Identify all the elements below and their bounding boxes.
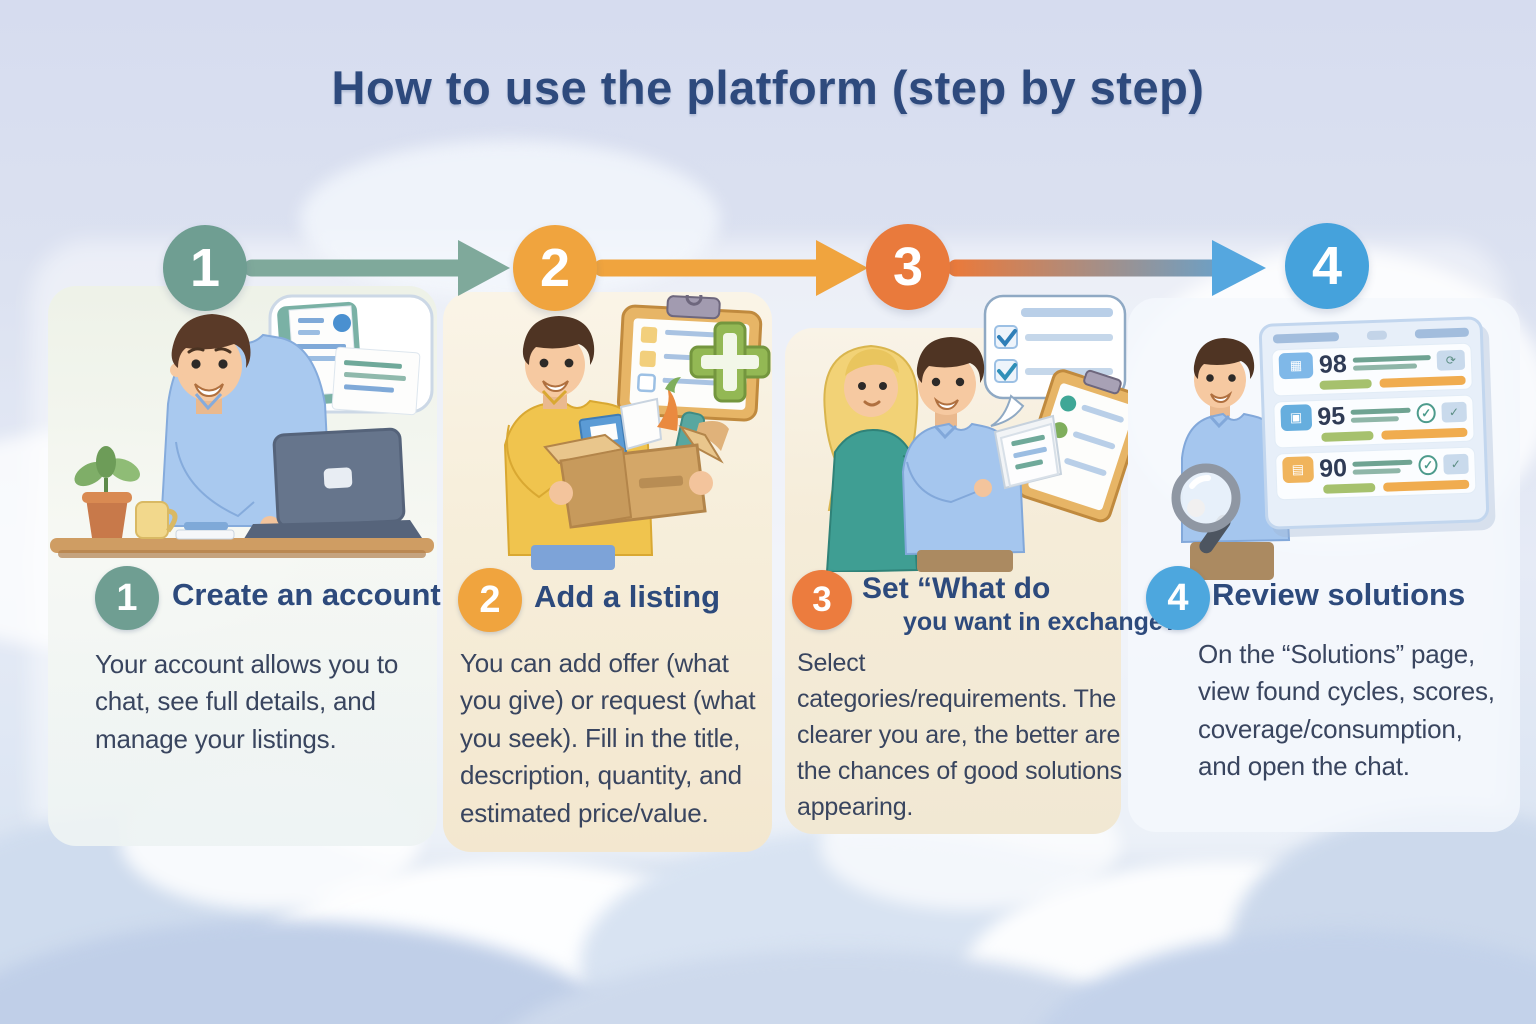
flow-arrows xyxy=(243,240,1266,296)
arrow-step1-to-step2 xyxy=(243,240,510,296)
papers-on-desk xyxy=(175,522,235,540)
panel-header-bar xyxy=(1366,330,1388,341)
flow-step-2-circle: 2 xyxy=(513,225,597,311)
solution-text-lines xyxy=(1350,407,1412,423)
row-action-icon: ⟳ xyxy=(1436,349,1466,371)
flow-step-3-circle: 3 xyxy=(866,224,950,310)
mug-icon xyxy=(135,501,178,539)
solution-row: ▣ 95 ✓ ✓ xyxy=(1273,394,1475,449)
solution-folder-icon: ▣ xyxy=(1280,404,1312,432)
consumption-bar xyxy=(1381,427,1468,440)
solutions-panel-header xyxy=(1271,327,1471,344)
step-3-badge-number: 3 xyxy=(812,580,832,619)
check-circle-icon: ✓ xyxy=(1416,402,1436,424)
panel-header-bar xyxy=(1272,332,1340,344)
illustration-set-exchange xyxy=(823,294,1128,572)
clipboard-icon xyxy=(1016,369,1128,523)
plus-icon xyxy=(689,321,771,403)
consumption-bar xyxy=(1379,375,1466,388)
step-3-description: Select categories/requirements. The clea… xyxy=(797,649,1122,821)
flow-step-1-number: 1 xyxy=(189,238,221,298)
papers-icon xyxy=(993,414,1063,490)
solution-score: 95 xyxy=(1316,401,1346,431)
desk xyxy=(50,538,434,558)
laptop-icon xyxy=(242,427,422,542)
flow-step-4-circle: 4 xyxy=(1285,223,1369,309)
plant-icon xyxy=(74,446,140,538)
man-figure xyxy=(901,337,1026,572)
panel-header-bar xyxy=(1414,327,1470,339)
step-1-description: Your account allows you to chat, see ful… xyxy=(95,649,399,754)
coverage-bar xyxy=(1321,431,1374,442)
row-action-icon: ✓ xyxy=(1441,401,1468,423)
woman-figure xyxy=(823,344,958,572)
arrow-step3-to-step4 xyxy=(947,240,1266,296)
solution-bars xyxy=(1323,479,1470,494)
magnifier-icon xyxy=(1171,463,1241,554)
check-circle-icon: ✓ xyxy=(1418,454,1438,476)
solution-text-lines xyxy=(1352,354,1432,371)
coverage-bar xyxy=(1323,482,1376,494)
solution-bars xyxy=(1319,375,1466,390)
solutions-panel: ▦ 98 ⟳ ▣ 95 ✓ ✓ xyxy=(1258,316,1490,530)
row-action-icon: ✓ xyxy=(1442,453,1469,475)
step-4-badge-number: 4 xyxy=(1167,576,1189,619)
step-4-description: On the “Solutions” page, view found cycl… xyxy=(1198,639,1495,782)
cardboard-box-icon xyxy=(543,425,724,529)
solution-document-icon: ▤ xyxy=(1282,456,1314,484)
flow-step-3-number: 3 xyxy=(892,237,924,297)
step-2-description: You can add offer (what you give) or req… xyxy=(460,648,756,828)
step-2-badge-number: 2 xyxy=(479,578,501,621)
flow-step-1-circle: 1 xyxy=(163,225,247,311)
solution-bars xyxy=(1321,427,1468,442)
step-2-heading: Add a listing xyxy=(534,579,720,614)
step-4-badge: 4 xyxy=(1146,566,1210,630)
coverage-bar xyxy=(1319,379,1373,390)
solution-row: ▤ 90 ✓ ✓ xyxy=(1275,446,1477,501)
arrow-step2-to-step3 xyxy=(593,240,868,296)
illustration-add-listing xyxy=(503,295,771,570)
step-4-heading: Review solutions xyxy=(1212,577,1466,612)
illustration-create-account xyxy=(50,294,434,558)
step-1-badge-number: 1 xyxy=(116,576,138,619)
flow-step-4-number: 4 xyxy=(1311,236,1343,296)
solution-thumbnail-icon: ▦ xyxy=(1278,352,1314,380)
step-1-heading: Create an account xyxy=(172,577,441,612)
solution-score: 98 xyxy=(1318,349,1348,379)
step-3-badge: 3 xyxy=(792,570,852,630)
illustration-review-solutions xyxy=(1171,338,1291,580)
consumption-bar xyxy=(1383,479,1470,492)
solution-row: ▦ 98 ⟳ xyxy=(1271,342,1473,397)
step-3-heading-line1: Set “What do xyxy=(862,572,1051,605)
page-title: How to use the platform (step by step) xyxy=(331,61,1205,114)
flow-step-2-number: 2 xyxy=(539,238,571,298)
checklist-bubble-icon xyxy=(983,294,1127,427)
solution-score: 90 xyxy=(1318,453,1348,483)
step-3-heading-line2: you want in exchange?” xyxy=(903,608,1191,636)
step-1-badge: 1 xyxy=(95,566,159,630)
step-2-badge: 2 xyxy=(458,568,522,632)
solution-text-lines xyxy=(1352,459,1413,475)
